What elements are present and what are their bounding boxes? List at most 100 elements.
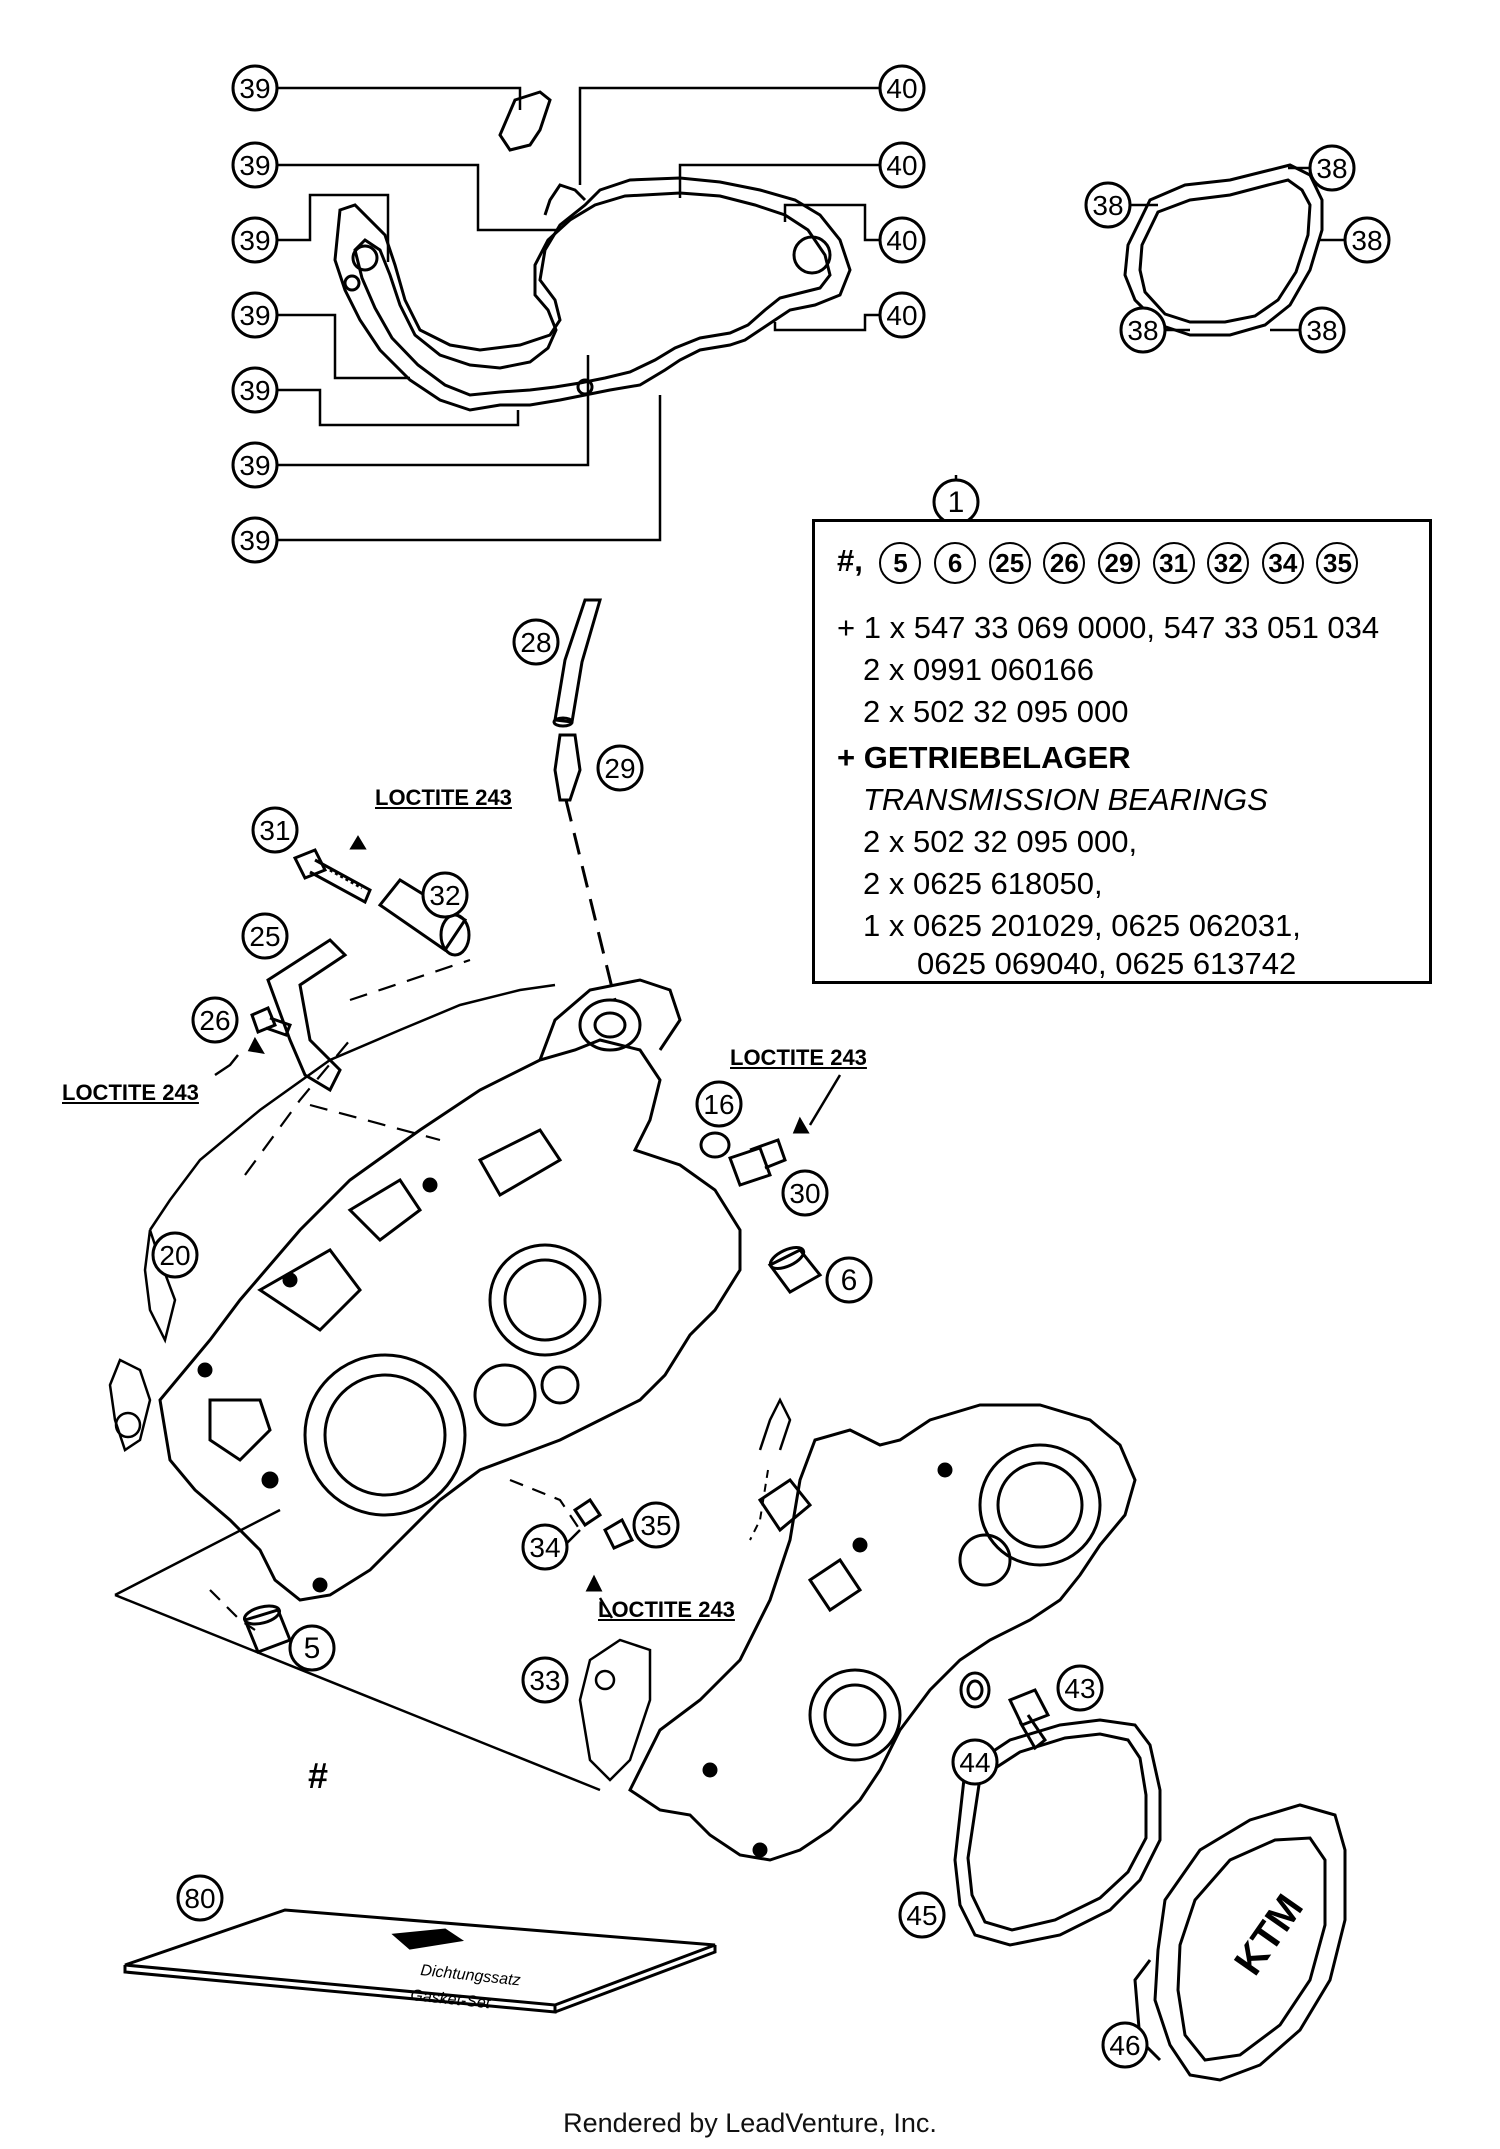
leader-lines-39 [277,86,662,542]
callout-6: 6 [825,1256,873,1304]
loctite-label-bottom: LOCTITE 243 [598,1597,735,1622]
callout-group: 39 39 39 39 39 39 39 40 40 40 40 38 38 3… [151,64,1391,2069]
loctite-label-left: LOCTITE 243 [62,1080,199,1105]
callout-32: 32 [421,871,469,919]
svg-text:40: 40 [886,150,917,181]
kit-part-circle: 6 [934,542,977,584]
svg-text:32: 32 [429,880,460,911]
kit-part-circle: 26 [1043,542,1086,584]
crankcase-left-half [108,958,742,1631]
svg-text:39: 39 [239,300,270,331]
manual-line-2: Gasket-Set [410,1987,492,2012]
seal-16 [699,1131,731,1159]
svg-text:40: 40 [886,225,917,256]
screw-26 [247,1006,292,1055]
svg-text:25: 25 [249,921,280,952]
kit-line-6: 1 x 0625 201029, 0625 062031, [863,908,1301,943]
leader-lines-38 [1130,166,1345,332]
callout-40: 40 [878,216,926,264]
svg-text:40: 40 [886,73,917,104]
kit-part-circle: 5 [879,542,922,584]
svg-text:31: 31 [259,815,290,846]
breather-hose [552,598,617,1001]
kit-marker: # [308,1755,329,1796]
loctite-label-right: LOCTITE 243 [730,1045,867,1070]
locating-tab [498,90,552,152]
kit-part-circle: 29 [1097,542,1140,584]
kit-part-circle: 34 [1261,542,1304,584]
callout-43: 43 [1056,1664,1104,1712]
callout-40: 40 [878,64,926,112]
svg-text:39: 39 [239,450,270,481]
callout-38: 38 [1298,306,1346,354]
kit-line-3: 2 x 502 32 095 000 [863,694,1129,729]
svg-text:38: 38 [1092,190,1123,221]
kit-line-1-text: 1 x 547 33 069 0000, 547 33 051 034 [863,610,1380,645]
callout-80: 80 [176,1874,224,1922]
callout-38: 38 [1119,306,1167,354]
kit-part-circle: 25 [988,542,1031,584]
gasket-set-manual [123,1908,717,2014]
callout-40: 40 [878,291,926,339]
kit-line-1: + 1 x 547 33 069 0000, 547 33 051 034 [837,610,1379,646]
ktm-manual-logo [391,1928,465,1950]
ignition-cover: KTM [1133,1803,1347,2082]
callout-30: 30 [781,1169,829,1217]
callout-1: 1 [932,478,980,526]
svg-text:45: 45 [906,1900,937,1931]
callout-29: 29 [596,744,644,792]
svg-text:34: 34 [529,1532,560,1563]
leader-lines-40 [578,86,880,332]
callout-35: 35 [632,1501,680,1549]
callout-26: 26 [191,996,239,1044]
dowel-34-35 [572,1497,635,1592]
misc-leader-lines [154,1054,842,1619]
kit-bracket-lines [114,1508,601,1792]
callout-31: 31 [251,806,299,854]
kit-part-circle: 32 [1207,542,1250,584]
kit-contents-box: #, 5 6 25 26 29 31 32 34 35 + 1 x 547 33… [812,519,1432,984]
kit-line-5: 2 x 0625 618050, [863,866,1103,901]
ignition-cover-gasket [953,1718,1162,1947]
svg-text:38: 38 [1306,315,1337,346]
kit-hash: #, [837,543,863,579]
callout-38: 38 [1084,181,1132,229]
svg-text:1: 1 [948,486,965,519]
callout-38: 38 [1308,144,1356,192]
svg-text:38: 38 [1351,225,1382,256]
washer-44 [959,1671,991,1709]
callout-44: 44 [951,1738,999,1786]
bolt-31 [292,835,372,905]
svg-text:38: 38 [1316,153,1347,184]
svg-text:5: 5 [304,1632,321,1665]
callout-16: 16 [695,1080,743,1128]
svg-text:28: 28 [520,627,551,658]
cylinder-base-gasket [333,176,852,412]
callout-39: 39 [231,291,279,339]
callout-46: 46 [1101,2021,1149,2069]
callout-40: 40 [878,141,926,189]
callout-45: 45 [898,1891,946,1939]
svg-text:80: 80 [184,1883,215,1914]
manual-line-1: Dichtungssatz [420,1962,522,1989]
callout-5: 5 [288,1624,336,1672]
callout-28: 28 [512,618,560,666]
callout-34: 34 [521,1523,569,1571]
svg-text:16: 16 [703,1089,734,1120]
loctite-label-top: LOCTITE 243 [375,785,512,810]
bearing-6 [767,1245,823,1294]
svg-text:33: 33 [529,1665,560,1696]
callout-20: 20 [151,1231,199,1279]
bracket-25 [266,938,348,1093]
kit-line-2: 2 x 0991 060166 [863,652,1094,687]
svg-text:30: 30 [789,1178,820,1209]
callout-39: 39 [231,366,279,414]
svg-text:39: 39 [239,225,270,256]
kit-line-4: 2 x 502 32 095 000, [863,824,1138,859]
kit-line-1-prefix: + [837,610,856,645]
kit-part-circle: 31 [1152,542,1195,584]
ktm-cover-logo: KTM [1226,1887,1312,1983]
svg-text:20: 20 [159,1240,190,1271]
callout-39: 39 [231,516,279,564]
